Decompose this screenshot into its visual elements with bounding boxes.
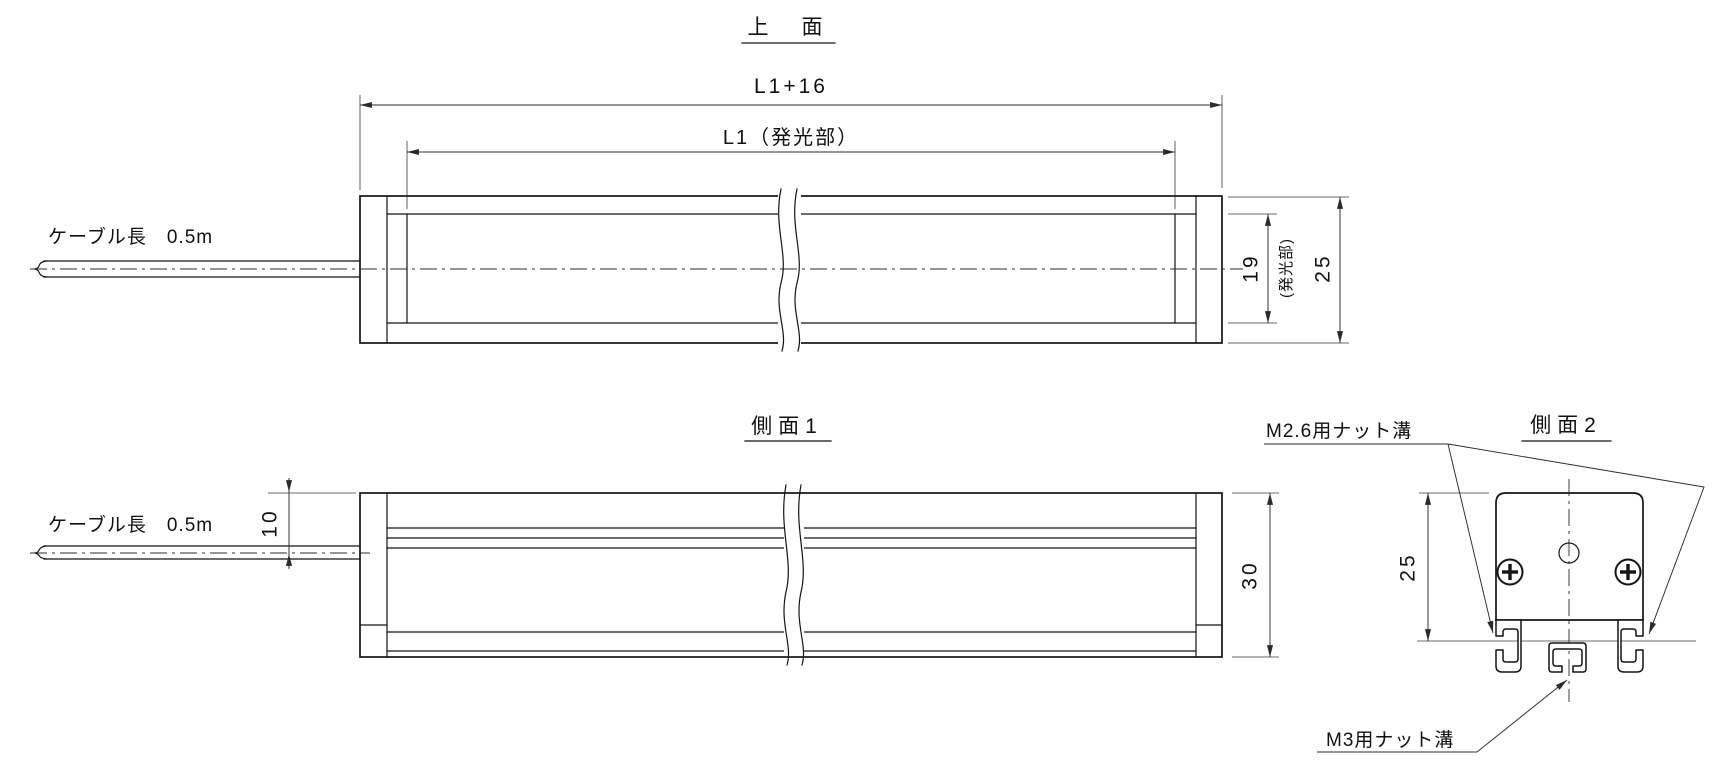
dim-10: 10 — [259, 508, 282, 537]
top-view-title: 上 面 — [748, 16, 829, 39]
break-line — [778, 188, 785, 352]
leader-line-m26-right — [1447, 443, 1705, 635]
cable-length-label-top: ケーブル長 0.5m — [48, 225, 213, 248]
phillips-screw-icon — [1614, 558, 1642, 586]
side2-title: 側面2 — [1530, 414, 1602, 437]
m26-nut-groove-right — [1617, 619, 1644, 673]
leader-line-m3 — [1476, 679, 1568, 753]
dim-25-side2: 25 — [1397, 552, 1420, 581]
phillips-screw-icon — [1496, 558, 1524, 586]
cable-length-label-side: ケーブル長 0.5m — [48, 513, 213, 536]
cable-break-squiggle — [32, 545, 47, 560]
side-view-1: 側面1 ケーブル長 0.5m 10 30 — [30, 415, 1279, 666]
m26-nut-groove-label: M2.6用ナット溝 — [1266, 420, 1412, 442]
dim-25-top: 25 — [1312, 253, 1335, 282]
dim-l1-emitting: L1（発光部） — [723, 126, 859, 149]
leader-line-m26-left — [1447, 443, 1494, 634]
break-line — [794, 188, 801, 352]
m26-nut-groove-left — [1495, 619, 1522, 673]
break-line — [798, 484, 805, 666]
pilot-hole — [1558, 542, 1580, 564]
m3-nut-groove-center — [1548, 642, 1587, 673]
break-line — [783, 484, 790, 666]
side1-title: 側面1 — [751, 415, 823, 438]
bar-side-outline — [359, 492, 1223, 658]
side-view-2: 側面2 25 M2.6用ナット溝 — [1264, 414, 1705, 753]
break-gap — [778, 189, 801, 351]
top-view: 上 面 ケーブル長 0.5m L1+16 L1（発光部） — [30, 16, 1349, 352]
dim-19: 19 — [1240, 253, 1263, 282]
dim-l1-plus-16: L1+16 — [754, 75, 828, 98]
dim-19-note: (発光部) — [1278, 238, 1295, 298]
m3-nut-groove-label: M3用ナット溝 — [1326, 729, 1454, 751]
dim-30: 30 — [1239, 560, 1262, 589]
endcap-body-outline — [1495, 492, 1644, 621]
